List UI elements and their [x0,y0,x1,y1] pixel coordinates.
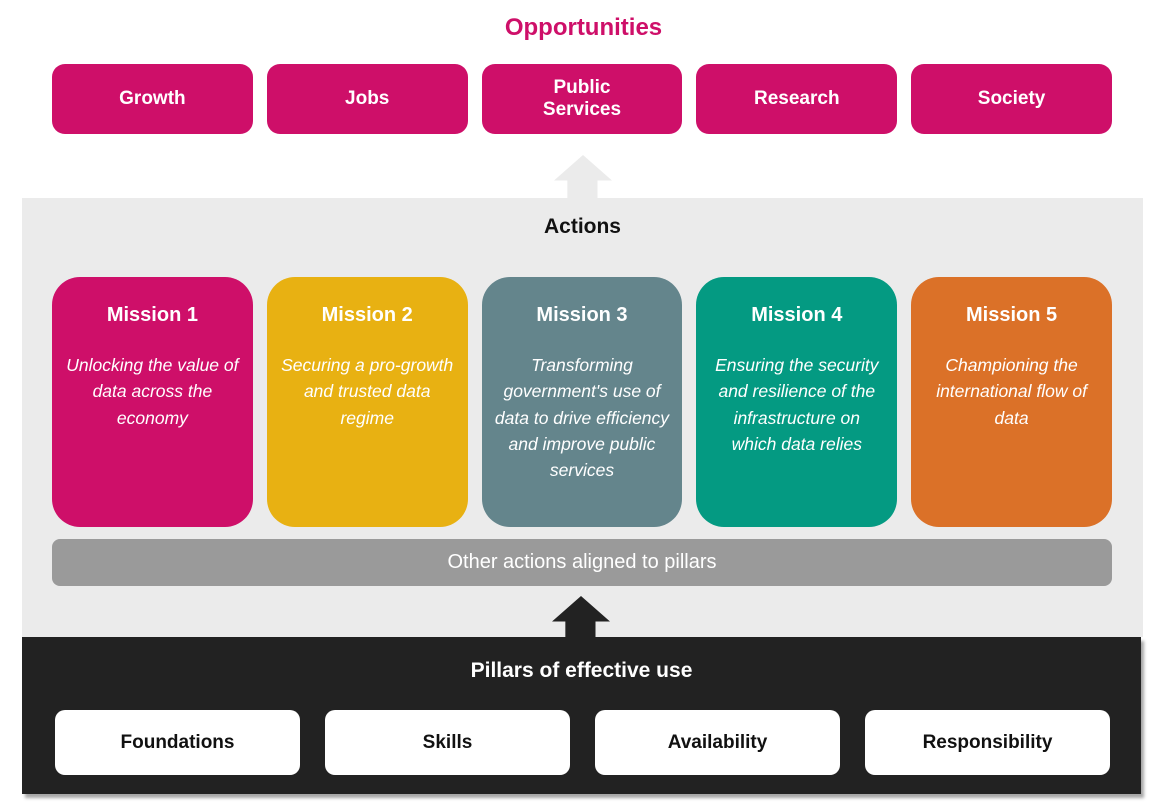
opportunity-label: Research [754,88,840,110]
opportunity-box-jobs: Jobs [266,64,468,134]
pillar-box-skills: Skills [325,710,570,775]
mission-description: Transforming government's use of data to… [494,355,670,480]
pillar-box-availability: Availability [595,710,840,775]
mission-title: Mission 3 [536,304,628,326]
pillar-label: Skills [422,731,473,753]
pillars-title: Pillars of effective use [470,659,693,682]
mission-title: Mission 1 [106,304,198,326]
pillars-section: Pillars of effective use Foundations Ski… [22,637,1141,794]
actions-title: Actions [543,215,621,238]
opportunity-label: Jobs [345,88,390,110]
pillar-label: Availability [667,731,768,753]
mission-3-card: Mission 3 Transforming government's use … [481,277,683,527]
mission-description: Unlocking the value of data across the e… [66,355,239,428]
mission-description: Ensuring the security and resilience of … [715,355,879,454]
opportunities-title: Opportunities [504,14,663,41]
opportunities-row: Growth Jobs Public Services Research Soc… [52,64,1112,134]
mission-5-card: Mission 5 Championing the international … [911,277,1112,527]
missions-row: Mission 1 Unlocking the value of data ac… [52,277,1112,527]
up-arrow-icon-light [554,155,612,199]
opportunity-box-public-services: Public Services [481,64,683,134]
actions-section: Actions Mission 1 Unlocking the value of… [22,198,1143,637]
pillar-label: Responsibility [922,731,1053,753]
mission-1-card: Mission 1 Unlocking the value of data ac… [52,277,253,527]
mission-2-card: Mission 2 Securing a pro-growth and trus… [266,277,468,527]
mission-title: Mission 5 [966,304,1058,326]
pillar-label: Foundations [120,731,235,753]
pillar-box-foundations: Foundations [55,710,300,775]
opportunity-label: Growth [119,88,186,110]
mission-description: Securing a pro-growth and trusted data r… [281,355,454,428]
other-actions-bar: Other actions aligned to pillars [52,539,1112,586]
pillar-box-responsibility: Responsibility [865,710,1110,775]
opportunity-box-society: Society [911,64,1112,134]
mission-4-card: Mission 4 Ensuring the security and resi… [696,277,898,527]
opportunity-box-growth: Growth [52,64,253,134]
other-actions-label: Other actions aligned to pillars [447,551,717,573]
opportunity-box-research: Research [696,64,898,134]
opportunity-label: Society [977,88,1046,110]
pillars-row: Foundations Skills Availability Responsi… [55,710,1110,775]
opportunity-label: Public Services [542,77,622,120]
mission-title: Mission 2 [321,304,413,326]
mission-title: Mission 4 [751,304,843,326]
mission-description: Championing the international flow of da… [936,355,1087,428]
